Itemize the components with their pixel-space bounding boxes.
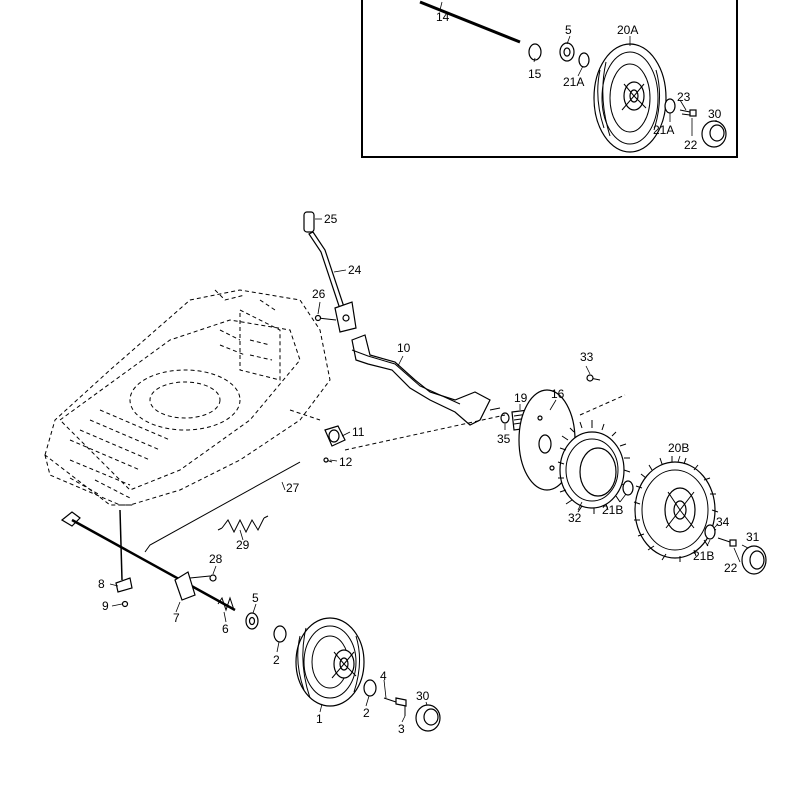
part-wheel-20B (633, 456, 719, 562)
label-20A: 20A (617, 23, 638, 37)
label-11: 11 (352, 425, 365, 439)
label-2-left: 2 (273, 653, 280, 667)
part-hubcap-30-inset (701, 120, 727, 148)
label-31: 31 (746, 530, 760, 544)
part-wheel-1 (295, 617, 365, 707)
inset-detail-box (361, 0, 738, 158)
label-26: 26 (312, 287, 326, 301)
label-32: 32 (568, 511, 582, 525)
part-washer-15 (528, 43, 542, 61)
part-spring-6 (217, 596, 235, 612)
label-4: 4 (380, 669, 387, 683)
label-23: 23 (677, 90, 691, 104)
label-34: 34 (716, 515, 730, 529)
part-pivot-11 (324, 425, 346, 447)
part-axle-7 (60, 509, 236, 612)
part-gear-32 (557, 420, 631, 514)
label-30-front: 30 (416, 689, 430, 703)
height-adjust-lever (303, 211, 357, 333)
part-spring-29 (217, 515, 269, 534)
leader-lines (109, 218, 749, 723)
label-1: 1 (316, 712, 323, 726)
label-21A-left: 21A (563, 75, 584, 89)
part-hubcap-31 (741, 545, 767, 575)
label-2-right: 2 (363, 706, 370, 720)
part-rod-10 (351, 334, 491, 426)
label-3: 3 (398, 722, 405, 736)
part-washer-35 (500, 412, 510, 424)
callout-labels: 14 5 20A 15 21A 23 30 21A 22 25 24 26 10… (98, 10, 760, 736)
label-28: 28 (209, 552, 223, 566)
part-knob-25 (303, 211, 315, 233)
label-16: 16 (551, 387, 565, 401)
label-12: 12 (339, 455, 353, 469)
label-21A-right: 21A (653, 123, 674, 137)
part-screw-28 (209, 574, 217, 582)
label-5-front: 5 (252, 591, 259, 605)
part-screw-9 (121, 600, 129, 608)
part-axle-14 (419, 0, 521, 44)
label-27: 27 (286, 481, 300, 495)
label-6: 6 (222, 622, 229, 636)
part-wheel-20A (593, 43, 667, 153)
label-35: 35 (497, 432, 511, 446)
label-25: 25 (324, 212, 338, 226)
label-21B-upper: 21B (602, 503, 623, 517)
label-21B-lower: 21B (693, 549, 714, 563)
label-30-inset: 30 (708, 107, 722, 121)
label-33: 33 (580, 350, 594, 364)
label-22-rear: 22 (724, 561, 738, 575)
label-20B: 20B (668, 441, 689, 455)
label-22-inset: 22 (684, 138, 698, 152)
part-cable-27 (144, 461, 301, 553)
label-10: 10 (397, 341, 411, 355)
part-hubcap-30-front (415, 704, 441, 732)
label-29: 29 (236, 538, 250, 552)
label-15: 15 (528, 67, 542, 81)
part-bracket-8 (115, 577, 133, 593)
label-19: 19 (514, 391, 528, 405)
label-24: 24 (348, 263, 362, 277)
label-14: 14 (436, 10, 450, 24)
label-5-inset: 5 (565, 23, 572, 37)
mower-deck (44, 289, 331, 506)
label-8: 8 (98, 577, 105, 591)
label-7: 7 (173, 611, 180, 625)
label-9: 9 (102, 599, 109, 613)
